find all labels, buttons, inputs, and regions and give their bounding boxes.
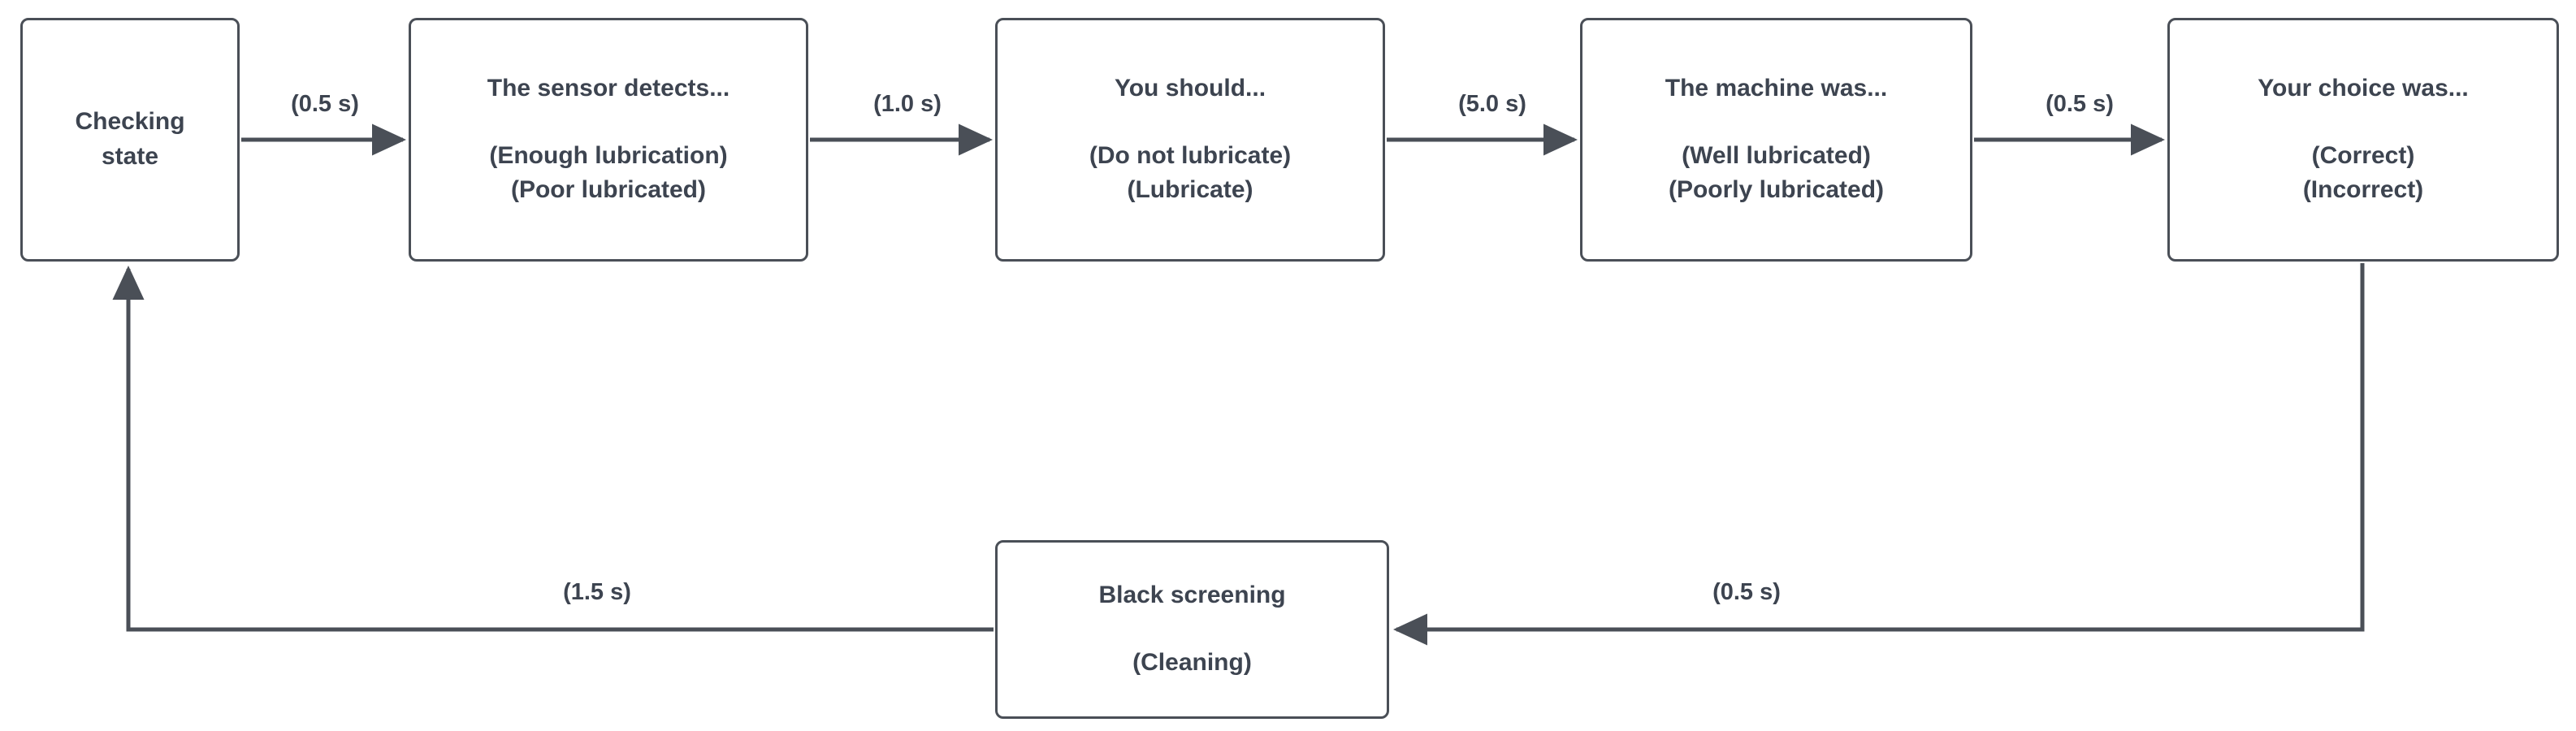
node-black-screening-options: (Cleaning) <box>1132 646 1252 681</box>
node-machine-was-title: The machine was... <box>1665 75 1888 102</box>
node-black-screening-option-1: (Cleaning) <box>1132 649 1252 676</box>
node-you-should[interactable]: You should... (Do not lubricate) (Lubric… <box>995 18 1385 262</box>
node-sensor-detects-option-2: (Poor lubricated) <box>510 176 706 204</box>
node-checking-state-title: Checking <box>75 108 185 136</box>
arrow-choice-to-blackscreening <box>1392 263 2365 646</box>
node-sensor-detects-option-1: (Enough lubrication) <box>489 141 728 169</box>
node-checking-state[interactable]: Checking state <box>20 18 240 262</box>
arrow-blackscreening-to-checking <box>112 265 994 632</box>
edge-label-machine-to-choice: (0.5 s) <box>2046 91 2114 117</box>
node-machine-was-option-1: (Well lubricated) <box>1682 141 1871 169</box>
node-your-choice-was[interactable]: Your choice was... (Correct) (Incorrect) <box>2167 18 2559 262</box>
node-your-choice-was-options: (Correct) (Incorrect) <box>2303 139 2423 208</box>
edge-label-choice-to-blackscreening: (0.5 s) <box>1712 579 1781 605</box>
node-you-should-option-2: (Lubricate) <box>1127 176 1253 204</box>
node-sensor-detects-title: The sensor detects... <box>487 75 730 102</box>
node-you-should-title: You should... <box>1114 75 1266 102</box>
edge-label-blackscreening-to-checking: (1.5 s) <box>563 579 631 605</box>
node-machine-was-options: (Well lubricated) (Poorly lubricated) <box>1669 139 1884 208</box>
node-your-choice-was-option-1: (Correct) <box>2311 141 2415 169</box>
edge-label-checking-to-sensor: (0.5 s) <box>291 91 359 117</box>
node-black-screening[interactable]: Black screening (Cleaning) <box>995 540 1389 719</box>
node-you-should-option-1: (Do not lubricate) <box>1089 141 1292 169</box>
node-checking-state-title-line2: state <box>101 143 159 170</box>
node-sensor-detects[interactable]: The sensor detects... (Enough lubricatio… <box>409 18 808 262</box>
node-sensor-detects-options: (Enough lubrication) (Poor lubricated) <box>489 139 727 208</box>
node-machine-was-option-2: (Poorly lubricated) <box>1668 176 1885 204</box>
node-your-choice-was-option-2: (Incorrect) <box>2302 176 2424 204</box>
edge-label-sensor-to-youshould: (1.0 s) <box>873 91 942 117</box>
node-machine-was[interactable]: The machine was... (Well lubricated) (Po… <box>1580 18 1972 262</box>
edge-label-youshould-to-machine: (5.0 s) <box>1458 91 1526 117</box>
node-you-should-options: (Do not lubricate) (Lubricate) <box>1089 139 1291 208</box>
node-black-screening-title: Black screening <box>1098 582 1286 609</box>
node-your-choice-was-title: Your choice was... <box>2258 75 2469 102</box>
